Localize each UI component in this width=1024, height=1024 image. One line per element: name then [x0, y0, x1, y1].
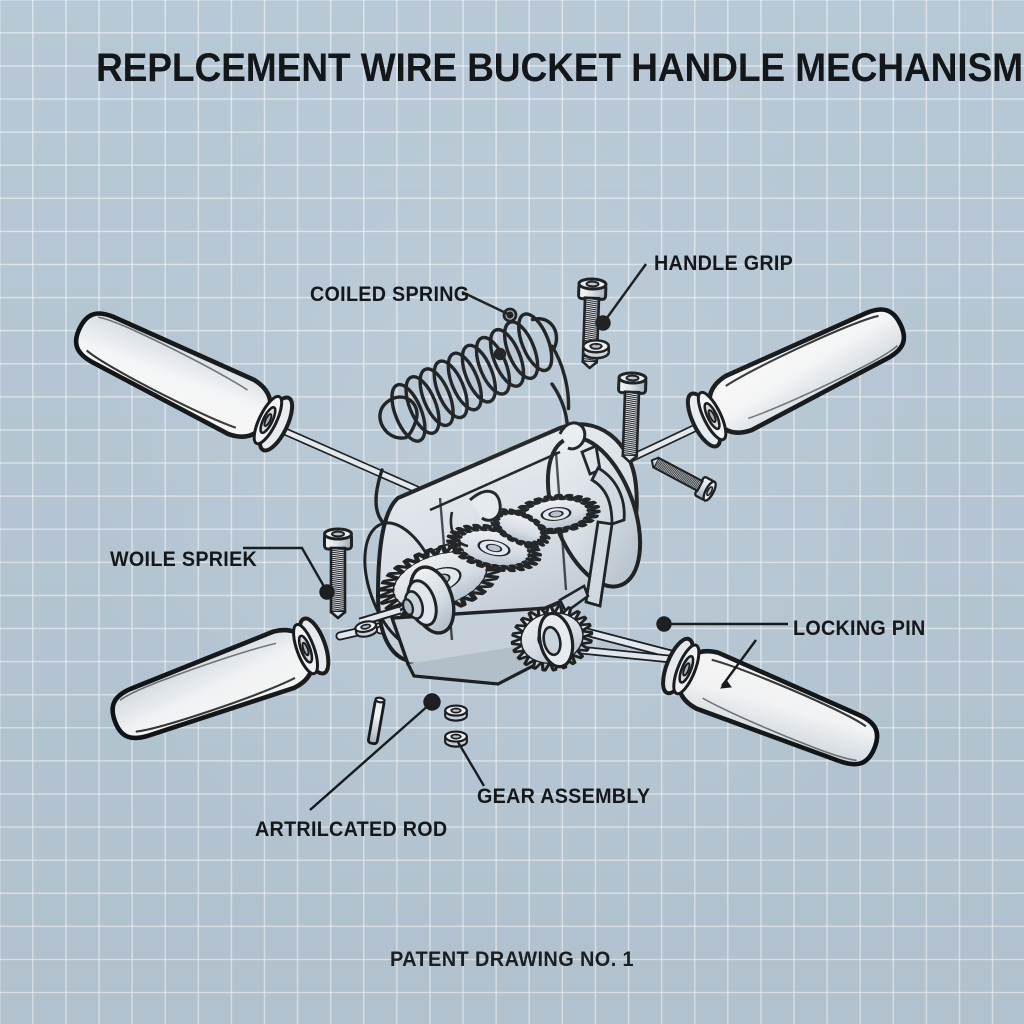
- callout-label-locking-pin: LOCKING PIN: [793, 617, 926, 640]
- screw-diagonal: [645, 449, 720, 504]
- handle-lower-left: [105, 622, 321, 750]
- left-hub: [401, 565, 456, 635]
- callout-label-woile-spriek: WOILE SPRIEK: [110, 548, 258, 571]
- washer-lower-a: [444, 704, 468, 722]
- callout-label-artrilcated-rod: ARTRILCATED ROD: [255, 818, 448, 841]
- page-title: REPLCEMENT WIRE BUCKET HANDLE MECHANISM: [96, 46, 1023, 90]
- handle-upper-right: [700, 297, 913, 442]
- handle-lower-right: [670, 642, 885, 776]
- gear-assembly-part: [358, 489, 601, 672]
- right-hub: [537, 611, 575, 669]
- screw-left: [323, 527, 353, 620]
- callout-label-handle-grip: HANDLE GRIP: [654, 252, 794, 275]
- handle-upper-left: [67, 301, 280, 446]
- fasteners: [323, 277, 720, 748]
- washer-top: [581, 339, 611, 360]
- drawing-number: PATENT DRAWING NO. 1: [389, 948, 635, 971]
- dowel-pin: [367, 696, 386, 746]
- washer-lower-b: [444, 730, 468, 748]
- callout-label-coiled-spring: COILED SPRING: [310, 283, 470, 306]
- callout-label-gear-assembly: GEAR ASSEMBLY: [477, 785, 651, 808]
- leader-lines: [243, 263, 788, 811]
